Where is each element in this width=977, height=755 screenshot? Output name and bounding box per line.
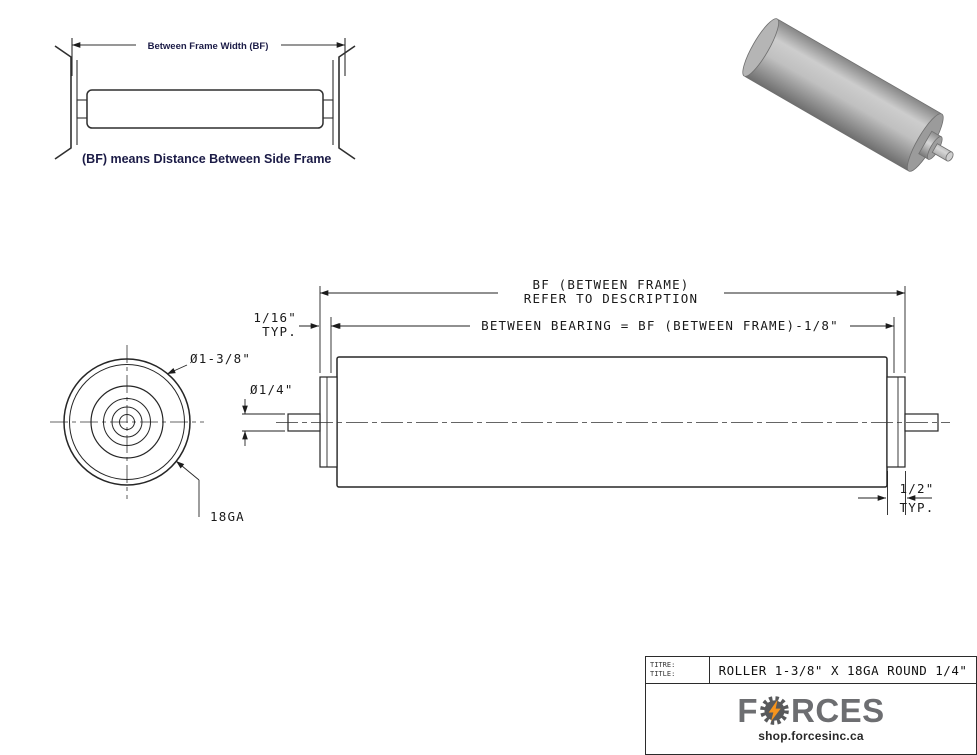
frame-width-dim-label: Between Frame Width (BF) (148, 41, 269, 52)
title-labels-cell: TITRE: TITLE: (646, 657, 710, 683)
website-url: shop.forcesinc.ca (758, 729, 864, 743)
bearing-tab-right (322, 99, 334, 119)
gear-lightning-icon (760, 696, 789, 725)
roller-body (336, 356, 888, 488)
lightning-bolt-icon (768, 699, 781, 722)
title-label: TITLE: (650, 670, 676, 678)
tube-outer-circle (63, 358, 191, 486)
hub-width-value: 1/2" (900, 481, 935, 496)
bearing-inner-circle (111, 406, 143, 438)
bearing-circle (103, 398, 151, 446)
roller-body-small (86, 89, 324, 129)
bearing-hub-right (886, 376, 906, 468)
side-view (276, 356, 950, 488)
roller-3d-shaft-tip (945, 151, 954, 162)
gauge-label: 18GA (210, 509, 245, 524)
bearing-tab-left (76, 99, 88, 119)
bf-label-line1: BF (BETWEEN FRAME) (532, 277, 689, 292)
titre-label: TITRE: (650, 661, 676, 669)
between-bearing-label: BETWEEN BEARING = BF (BETWEEN FRAME)-1/8… (481, 318, 839, 333)
side-frame-right (338, 45, 356, 160)
end-clearance-value: 1/16" (253, 310, 297, 325)
shaft-circle (119, 414, 135, 430)
tube-inner-circle (69, 364, 185, 480)
shaft-diameter-label: Ø1/4" (250, 382, 294, 397)
logo-letter-f: F (737, 692, 758, 729)
roller-3d-left-cap (742, 18, 780, 77)
gauge-leader-arrow (175, 460, 200, 481)
title-block: TITRE: TITLE: ROLLER 1-3/8" X 18GA ROUND… (645, 656, 977, 755)
roller-3d-render (742, 18, 954, 172)
bf-caption: (BF) means Distance Between Side Frame (82, 152, 331, 166)
hub-width-typ: TYP. (900, 500, 935, 515)
title-block-top-row: TITRE: TITLE: ROLLER 1-3/8" X 18GA ROUND… (646, 657, 976, 684)
bearing-housing-circle (90, 385, 164, 459)
drawing-title: ROLLER 1-3/8" X 18GA ROUND 1/4" (718, 662, 968, 678)
side-frame-left (54, 45, 72, 160)
diameter-leader (166, 364, 188, 375)
logo-letters-rces: RCES (790, 692, 885, 729)
roller-3d-body (744, 19, 942, 171)
forces-logo: F RCES (737, 694, 884, 727)
end-view (50, 345, 204, 517)
side-view-dimensions (242, 286, 932, 515)
frame-width-diagram (54, 38, 356, 160)
title-block-logo-area: F RCES shop.forcesinc.ca (646, 684, 976, 753)
bf-label-line2: REFER TO DESCRIPTION (524, 291, 699, 306)
roller-diameter-label: Ø1-3/8" (190, 351, 251, 366)
end-clearance-typ: TYP. (262, 324, 297, 339)
bearing-hub-left (319, 376, 338, 468)
